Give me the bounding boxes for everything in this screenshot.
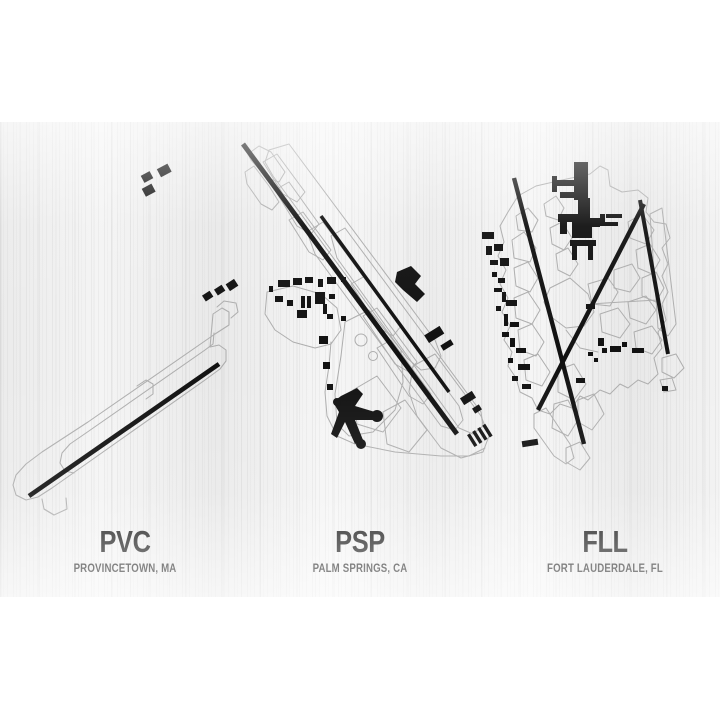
airport-code-psp: PSP — [335, 524, 385, 559]
fll-buildings — [482, 162, 668, 448]
fll-taxiways — [497, 165, 685, 471]
pvc-buildings — [140, 163, 239, 302]
airport-city-psp: PALM SPRINGS, CA — [312, 563, 408, 575]
airport-label-pvc: PVC PROVINCETOWN, MA — [25, 526, 225, 576]
runway-13-31 — [536, 202, 646, 412]
psp-runways — [241, 142, 459, 436]
pvc-taxiways — [12, 300, 239, 516]
airport-label-fll: FLL FORT LAUDERDALE, FL — [505, 526, 705, 576]
runway-07-25 — [27, 362, 221, 498]
runway-13L-31R — [241, 142, 459, 436]
airport-label-psp: PSP PALM SPRINGS, CA — [260, 526, 460, 576]
brushed-metal-panel: PVC PROVINCETOWN, MA PSP PALM SPRINGS, C… — [0, 122, 720, 597]
airport-diagram-psp — [241, 142, 495, 474]
airport-city-fll: FORT LAUDERDALE, FL — [547, 563, 663, 575]
airport-city-pvc: PROVINCETOWN, MA — [73, 563, 177, 575]
pvc-runways — [27, 362, 221, 498]
runway-10R-28L — [638, 199, 670, 355]
airport-diagram-fll — [462, 152, 712, 482]
psp-buildings — [269, 266, 493, 449]
runway-10L-28R — [511, 177, 587, 445]
airport-code-pvc: PVC — [99, 524, 151, 559]
runway-13R-31L — [319, 214, 451, 394]
airport-diagram-pvc — [0, 162, 250, 516]
airport-code-fll: FLL — [582, 524, 628, 559]
psp-radial-terminal — [331, 388, 383, 449]
fll-runways — [511, 177, 670, 445]
